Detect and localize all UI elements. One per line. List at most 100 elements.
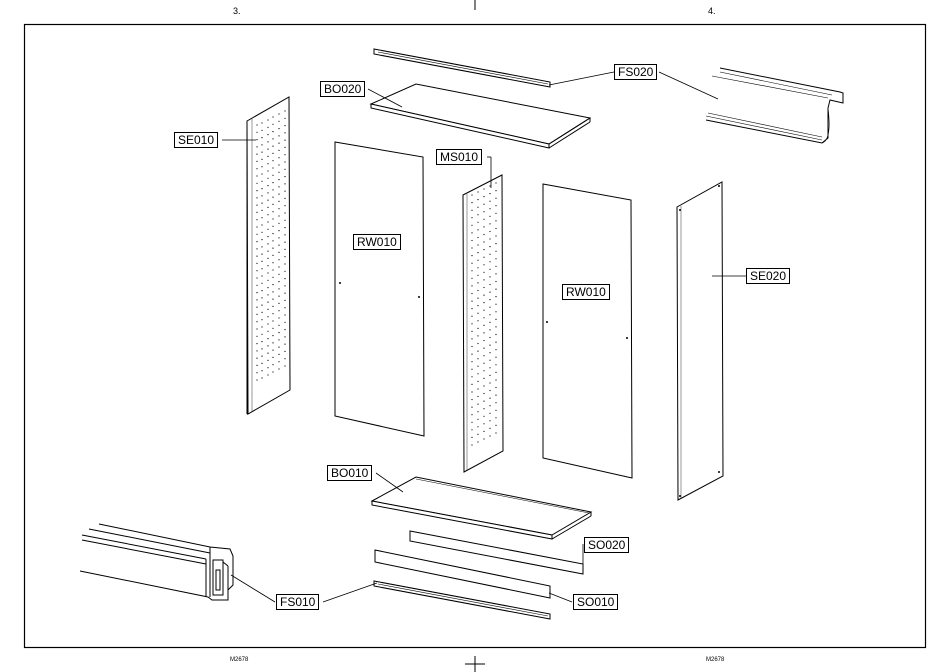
shelf-pin-hole [272,146,273,147]
shelf-pin-hole [495,243,496,244]
shelf-pin-hole [272,248,273,249]
shelf-pin-hole [483,279,484,280]
shelf-pin-hole [495,235,496,236]
shelf-pin-hole [256,234,257,235]
shelf-pin-hole [489,382,490,383]
shelf-pin-hole [267,265,268,266]
shelf-pin-hole [278,164,279,165]
shelf-pin-hole [261,326,262,327]
shelf-pin-hole [483,385,484,386]
label-so020: SO020 [584,537,629,553]
shelf-pin-hole [495,251,496,252]
shelf-pin-hole [278,288,279,289]
shelf-pin-hole [261,254,262,255]
shelf-pin-hole [267,170,268,171]
shelf-pin-hole [477,290,478,291]
shelf-pin-hole [495,326,496,327]
shelf-pin-hole [278,157,279,158]
shelf-pin-hole [272,306,273,307]
shelf-pin-hole [261,224,262,225]
shelf-pin-hole [477,313,478,314]
shelf-pin-hole [267,141,268,142]
shelf-pin-hole [272,182,273,183]
shelf-pin-hole [256,277,257,278]
shelf-pin-hole [477,343,478,344]
shelf-pin-hole [495,289,496,290]
shelf-pin-hole [272,211,273,212]
shelf-pin-hole [261,181,262,182]
shelf-pin-hole [267,163,268,164]
shelf-pin-hole [471,225,472,226]
shelf-pin-hole [261,356,262,357]
shelf-pin-hole [477,275,478,276]
shelf-pin-hole [261,217,262,218]
shelf-pin-hole [284,161,285,162]
shelf-pin-hole [483,234,484,235]
shelf-pin-hole [471,346,472,347]
shelf-pin-hole [495,349,496,350]
shelf-pin-hole [495,410,496,411]
shelf-pin-hole [284,183,285,184]
shelf-pin-hole [489,420,490,421]
shelf-pin-hole [256,358,257,359]
shelf-pin-hole [471,376,472,377]
shelf-pin-hole [256,365,257,366]
shelf-pin-hole [256,328,257,329]
part-fs020-profile-detail [706,68,843,143]
shelf-pin-hole [261,210,262,211]
shelf-pin-hole [272,335,273,336]
label-ms010: MS010 [436,149,482,165]
shelf-pin-hole [495,364,496,365]
shelf-pin-hole [483,370,484,371]
shelf-pin-hole [261,341,262,342]
shelf-pin-hole [261,144,262,145]
shelf-pin-hole [261,239,262,240]
shelf-pin-hole [278,208,279,209]
part-rw010-right-panel [543,184,632,478]
shelf-pin-hole [267,323,268,324]
shelf-pin-hole [471,338,472,339]
shelf-pin-hole [489,292,490,293]
shelf-pin-hole [256,299,257,300]
shelf-pin-hole [256,241,257,242]
shelf-pin-hole [272,262,273,263]
shelf-pin-hole [272,226,273,227]
shelf-pin-hole [471,323,472,324]
shelf-pin-hole [471,414,472,415]
shelf-pin-hole [261,261,262,262]
shelf-pin-hole [471,354,472,355]
shelf-pin-hole [278,121,279,122]
shelf-pin-hole [272,313,273,314]
shelf-pin-hole [284,314,285,315]
shelf-pin-hole [267,331,268,332]
shelf-pin-hole [267,338,268,339]
shelf-pin-hole [477,396,478,397]
shelf-pin-hole [483,272,484,273]
shelf-pin-hole [261,377,262,378]
shelf-pin-hole [489,435,490,436]
shelf-pin-hole [261,312,262,313]
part-rw010-left-panel [335,142,424,436]
shelf-pin-hole [489,276,490,277]
shelf-pin-hole [267,178,268,179]
shelf-pin-hole [272,138,273,139]
shelf-pin-hole [278,128,279,129]
shelf-pin-hole [272,350,273,351]
shelf-pin-hole [272,291,273,292]
shelf-pin-hole [284,336,285,337]
shelf-pin-hole [489,261,490,262]
shelf-pin-hole [261,290,262,291]
shelf-pin-hole [471,399,472,400]
shelf-pin-hole [256,168,257,169]
shelf-pin-hole [261,305,262,306]
shelf-pin-hole [489,185,490,186]
shelf-pin-hole [483,438,484,439]
label-rw010-right: RW010 [562,284,610,300]
shelf-pin-hole [256,212,257,213]
shelf-pin-hole [272,357,273,358]
shelf-pin-hole [495,425,496,426]
shelf-pin-hole [278,230,279,231]
shelf-pin-hole [272,189,273,190]
shelf-pin-hole [477,244,478,245]
